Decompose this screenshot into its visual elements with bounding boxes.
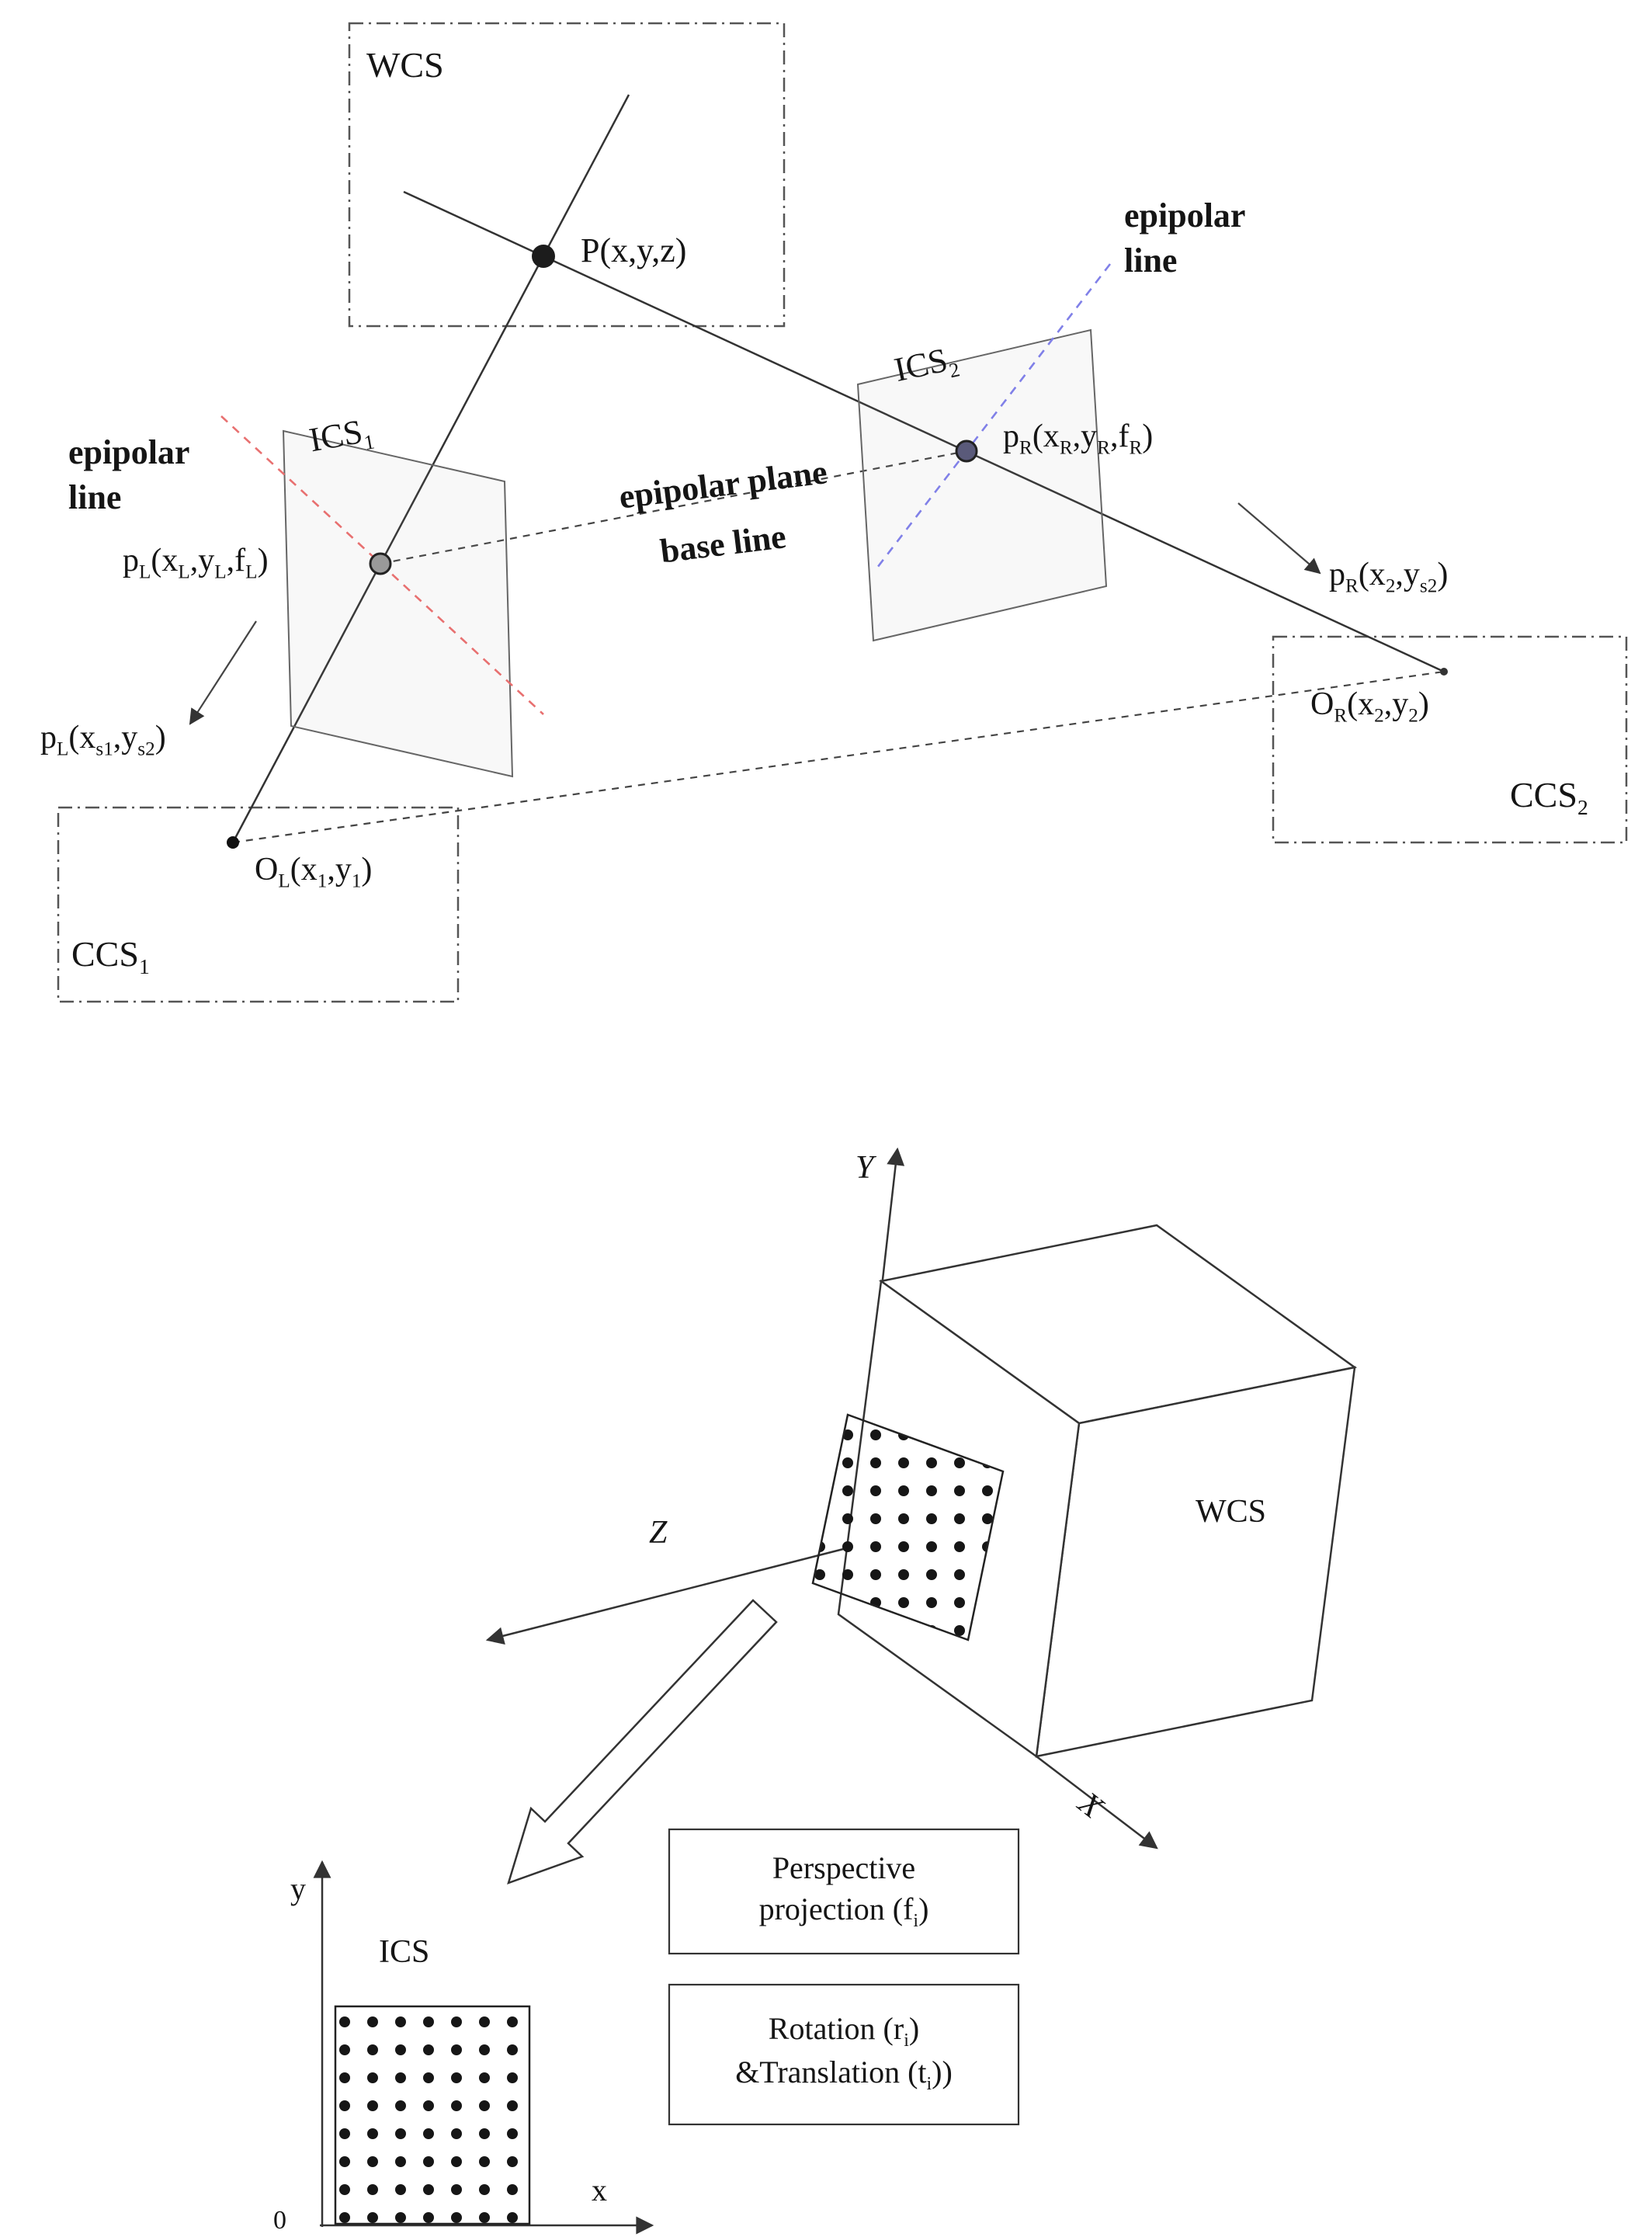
epipolar-line-left-label-1: epipolar xyxy=(68,433,190,471)
origin-label: 0 xyxy=(273,2206,286,2235)
rotation-box-line-1: Rotation (ri) xyxy=(768,2011,920,2051)
perspective-box-line-2: projection (fi) xyxy=(758,1891,929,1931)
perspective-box-line-1: Perspective xyxy=(772,1850,916,1885)
projection-block-arrow xyxy=(507,1599,778,1885)
axis-z3d xyxy=(485,1545,853,1645)
pr-image-label: pR(x2,ys2) xyxy=(1329,557,1449,597)
ccs2-box xyxy=(1272,635,1628,844)
ics1-plane xyxy=(282,429,514,778)
ccs1-label: CCS1 xyxy=(71,934,150,979)
point-pr xyxy=(955,439,978,463)
ics1-label: ICS1 xyxy=(306,412,377,460)
wcs-cube-label: WCS xyxy=(1196,1494,1267,1530)
left-projection-ray xyxy=(231,94,630,843)
axis-x2d-label: x xyxy=(592,2173,607,2207)
ccs1-box xyxy=(57,806,460,1003)
pl-label: pL(xL,yL,fL) xyxy=(123,543,269,583)
or-label: OR(x2,y2) xyxy=(1310,686,1429,727)
pl-annotation-arrow xyxy=(189,620,257,725)
ccs2-label: CCS2 xyxy=(1510,775,1588,820)
epipolar-line-left-label-2: line xyxy=(68,478,122,516)
axis-z3d-label: Z xyxy=(649,1515,668,1551)
point-pl xyxy=(369,552,392,575)
rotation-translation-box xyxy=(668,1983,1020,2126)
rotation-box-line-2: &Translation (ti)) xyxy=(735,2055,953,2094)
wcs-label: WCS xyxy=(366,45,444,85)
axis-y3d-label: Y xyxy=(856,1150,874,1186)
epipolar-line-right-label-1: epipolar xyxy=(1124,196,1246,234)
point-or xyxy=(1440,668,1448,676)
axis-y2d-label: y xyxy=(290,1871,306,1906)
right-projection-ray xyxy=(403,190,1445,673)
ics-image-patch xyxy=(334,2005,531,2225)
base-line xyxy=(232,670,1445,844)
point-ol xyxy=(227,836,239,849)
right-epipolar-line xyxy=(876,263,1112,568)
point-p xyxy=(532,245,555,268)
ics-frame-label: ICS xyxy=(379,1934,430,1970)
pr-label: pR(xR,yR,fR) xyxy=(1003,419,1154,459)
ics2-plane xyxy=(856,328,1108,642)
cube-textured-face xyxy=(811,1413,1005,1641)
cube-right-face xyxy=(1035,1366,1356,1758)
ol-label: OL(x1,y1) xyxy=(255,852,373,892)
point-p-label: P(x,y,z) xyxy=(581,231,687,269)
pl-image-label: pL(xs1,ys2) xyxy=(40,720,166,760)
epipolar-line-right-label-2: line xyxy=(1124,241,1178,280)
wcs-box xyxy=(348,22,786,328)
perspective-projection-box xyxy=(668,1828,1020,1955)
pr-annotation-arrow xyxy=(1237,502,1321,575)
axis-x3d xyxy=(1036,1756,1158,1850)
